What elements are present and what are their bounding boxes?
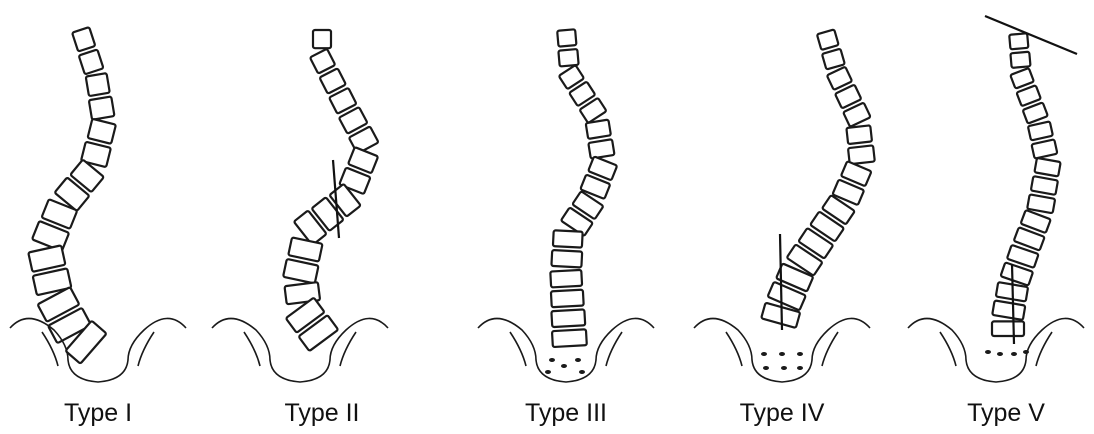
spine-type-5	[992, 33, 1061, 336]
vertebra	[551, 250, 582, 267]
vertebra	[1010, 52, 1030, 68]
spine-type-3	[550, 29, 617, 347]
sacral-dot	[575, 358, 581, 362]
label-type-5: Type V	[926, 398, 1086, 428]
vertebra	[1009, 33, 1028, 49]
sacral-dot	[579, 370, 585, 374]
vertebra	[86, 73, 110, 96]
spine-type-1	[28, 27, 116, 364]
vertebra	[1031, 139, 1057, 158]
sacral-dot	[779, 352, 785, 356]
vertebra	[550, 270, 582, 288]
sacral-dot	[761, 352, 767, 356]
sacral-dot	[985, 350, 991, 354]
label-type-1: Type I	[18, 398, 178, 428]
vertebra	[1028, 121, 1053, 140]
sacral-dot	[997, 352, 1003, 356]
vertebra	[848, 145, 875, 164]
vertebra	[1010, 68, 1034, 89]
vertebra	[28, 245, 65, 272]
label-type-2: Type II	[242, 398, 402, 428]
vertebra	[551, 309, 585, 327]
vertebra	[1034, 158, 1060, 177]
sacral-dots	[545, 358, 585, 374]
sacral-dots	[761, 352, 803, 370]
pelvis-outline	[478, 318, 654, 382]
sacral-dot	[1011, 352, 1017, 356]
vertebra	[586, 120, 611, 139]
vertebra	[551, 290, 584, 308]
vertebra	[557, 29, 576, 46]
vertebra	[89, 96, 115, 119]
vertebra	[79, 49, 104, 74]
sacral-dot	[549, 358, 555, 362]
vertebra	[72, 27, 95, 51]
label-type-3: Type III	[486, 398, 646, 428]
vertebra	[817, 29, 839, 50]
pelvis-type-3	[478, 318, 654, 382]
spine-type-2	[283, 30, 379, 351]
sacral-dot	[561, 364, 567, 368]
vertebra	[588, 139, 614, 158]
sacral-dot	[545, 370, 551, 374]
vertebra	[992, 321, 1024, 336]
vertebra	[1016, 85, 1040, 106]
vertebra	[822, 49, 845, 70]
sacral-dot	[763, 366, 769, 370]
vertebra	[88, 119, 116, 144]
vertebra	[1031, 176, 1058, 195]
vertebra	[553, 230, 583, 247]
vertebra	[1027, 194, 1055, 213]
vertebra	[846, 125, 872, 144]
top-tilt-line-type-5	[985, 16, 1077, 54]
vertebra	[552, 329, 587, 347]
sacral-dot	[1023, 350, 1029, 354]
sacral-dot	[781, 366, 787, 370]
vertebra	[283, 259, 318, 284]
vertebra	[313, 30, 331, 48]
vertebra	[310, 49, 335, 74]
vertebra	[558, 49, 578, 66]
spine-type-4	[761, 29, 875, 328]
vertebra	[992, 300, 1025, 320]
sacral-dot	[797, 352, 803, 356]
label-type-4: Type IV	[702, 398, 862, 428]
sacral-dots	[985, 350, 1029, 356]
sacral-dot	[797, 366, 803, 370]
